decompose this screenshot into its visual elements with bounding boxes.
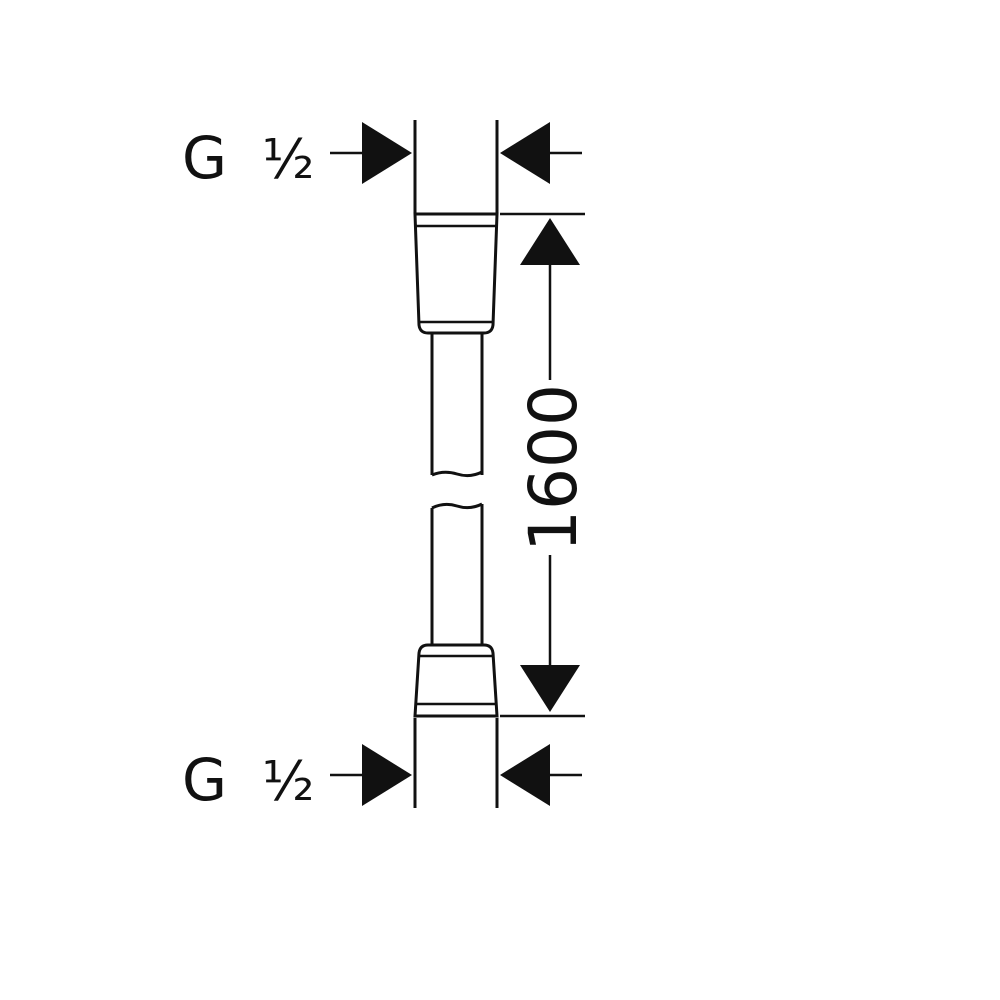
bottom-thread-label: G ½ [182, 746, 314, 814]
bottom-right-arrow [500, 744, 550, 806]
top-fitting [413, 212, 499, 335]
top-thread-label: G ½ [182, 124, 314, 192]
top-left-arrow [362, 122, 412, 184]
upper-break-line [431, 470, 483, 478]
length-value: 1600 [515, 384, 592, 552]
upper-hose-segment [430, 333, 484, 475]
bottom-width-dimension [330, 718, 582, 808]
hose-body [413, 212, 499, 718]
bottom-thread-size: ½ [262, 750, 314, 813]
top-width-dimension [330, 120, 582, 214]
top-right-arrow [500, 122, 550, 184]
bottom-fitting [413, 643, 499, 718]
bottom-left-arrow [362, 744, 412, 806]
length-down-arrow [520, 665, 580, 712]
length-up-arrow [520, 218, 580, 265]
lower-break-line [431, 502, 483, 510]
lower-hose-segment [430, 504, 484, 645]
top-thread-size: ½ [262, 128, 314, 191]
top-thread-letter: G [182, 124, 227, 192]
length-dimension: 1600 [500, 212, 592, 718]
bottom-thread-letter: G [182, 746, 227, 814]
